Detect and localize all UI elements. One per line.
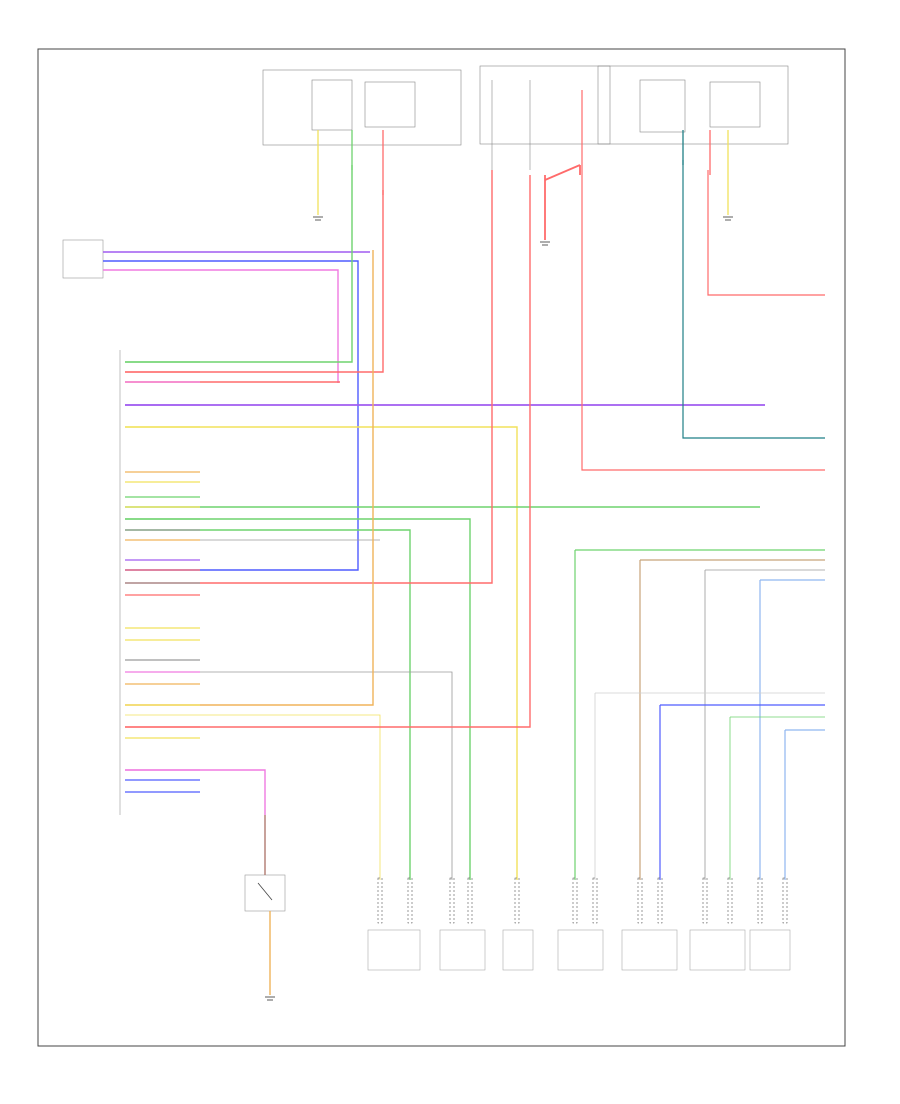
- ground-symbols: [265, 216, 733, 1001]
- top-left-relay-group: [262, 69, 462, 146]
- bottom-connector-marker: [407, 877, 413, 924]
- switch-contact: [257, 882, 273, 901]
- bottom-component-boxes: [367, 929, 791, 971]
- diagram-border: [37, 48, 846, 1047]
- bottom-connector-marker: [727, 877, 733, 924]
- bottom-connector-marker: [467, 877, 473, 924]
- right-side-wires: [544, 90, 825, 880]
- bottom-connector-marker: [449, 877, 455, 924]
- bottom-connector-marker: [657, 877, 663, 924]
- left-sensor-box: [62, 239, 104, 279]
- bottom-connector-marker: [637, 877, 643, 924]
- switch-wiring: [264, 815, 271, 995]
- switch-component-box: [244, 874, 286, 912]
- bottom-connector-marker: [782, 877, 788, 924]
- bottom-connector-marker: [757, 877, 763, 924]
- bottom-connector-marker: [702, 877, 708, 924]
- bottom-connector-marker: [592, 877, 598, 924]
- top-vertical-wires: [317, 80, 729, 215]
- bottom-connector-marker: [377, 877, 383, 924]
- bottom-connector-markers: [377, 877, 788, 924]
- horizontal-wires: [103, 165, 765, 880]
- bottom-connector-marker: [572, 877, 578, 924]
- top-right-relay-group: [479, 65, 789, 145]
- bottom-connector-marker: [514, 877, 520, 924]
- module-pin-stubs: [125, 361, 200, 793]
